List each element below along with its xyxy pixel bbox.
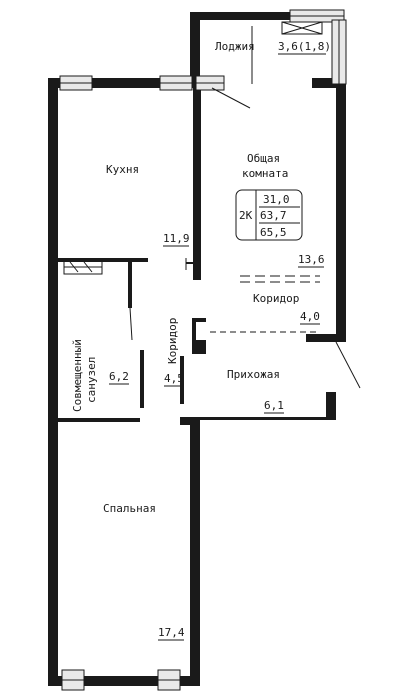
loggia-unit	[281, 21, 323, 35]
corridor2-wall-right	[180, 356, 184, 404]
bathroom-label-2: санузел	[85, 357, 98, 403]
hall-wall-bottom	[180, 417, 200, 425]
summary-total-with-loggia: 65,5	[260, 226, 287, 239]
living-label-1: Общая	[247, 152, 280, 165]
labels: Лоджия 3,6(1,8) Кухня 11,9 Общая комната…	[71, 40, 331, 641]
windows	[59, 9, 347, 691]
loggia-wall-top	[190, 12, 290, 20]
walls	[48, 12, 346, 686]
bathroom-wall-right	[140, 350, 144, 408]
corridor-partition-a	[192, 318, 206, 322]
bathroom-door-swing	[129, 307, 133, 341]
bathroom-label-1: Совмещенный	[71, 339, 84, 412]
corridor2-area: 4,5	[164, 372, 184, 385]
kitchen-label: Кухня	[106, 163, 139, 176]
summary-box	[235, 189, 303, 241]
corridor1-area: 4,0	[300, 310, 320, 323]
living-label-2: комната	[242, 167, 288, 180]
bathroom-wall-right-stub	[128, 262, 132, 308]
loggia-door-swing	[211, 87, 251, 109]
entrance-door-swing	[335, 341, 361, 389]
kitchen-area: 11,9	[163, 232, 190, 245]
loggia-wall-left	[190, 14, 200, 88]
bathroom-wall-bottom	[58, 418, 140, 422]
loggia-area: 3,6(1,8)	[278, 40, 331, 53]
bedroom-label: Спальная	[103, 502, 156, 515]
corridor-partition-b	[192, 318, 196, 354]
hall-label: Прихожая	[227, 368, 280, 381]
bedroom-wall-right	[190, 420, 200, 686]
loggia-label: Лоджия	[215, 40, 255, 53]
outer-wall-top-living	[312, 78, 346, 88]
outer-wall-right-upper	[336, 78, 346, 342]
bathroom-area: 6,2	[109, 370, 129, 383]
details	[63, 21, 361, 389]
entrance-wall-stub	[306, 334, 346, 342]
hall-wall-bottom-mid	[200, 417, 260, 420]
corridor2-label: Коридор	[166, 318, 179, 364]
kitchen-living-partition	[193, 85, 201, 280]
bedroom-area: 17,4	[158, 626, 185, 639]
summary-rooms-count: 2К	[239, 209, 253, 222]
partition-stub-a	[186, 262, 194, 264]
summary-total-area: 63,7	[260, 209, 287, 222]
bathroom-wall-top	[58, 258, 148, 262]
hall-wall-right-stub	[326, 392, 336, 420]
outer-wall-top-kitchen	[48, 78, 198, 88]
living-area: 13,6	[298, 253, 325, 266]
bedroom-window-frame	[84, 676, 158, 686]
hall-wall-bottom-right	[260, 417, 336, 420]
outer-wall-left	[48, 78, 58, 686]
corridor1-label: Коридор	[253, 292, 299, 305]
corridor-partition-c	[192, 340, 206, 354]
hall-area: 6,1	[264, 399, 284, 412]
summary-living-area: 31,0	[263, 193, 290, 206]
